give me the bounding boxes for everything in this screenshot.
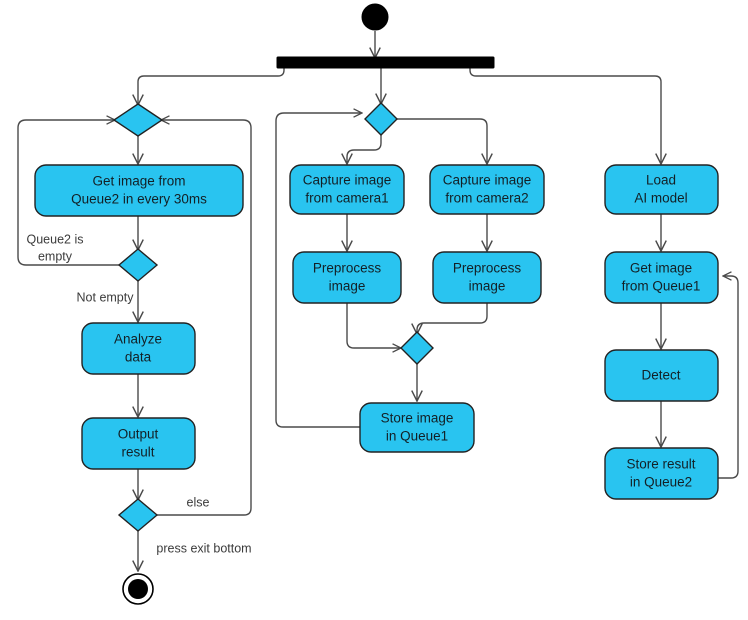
merge-node-middle[interactable]: [364, 102, 398, 136]
action-analyze-data[interactable]: Analyze data: [81, 322, 196, 375]
merge-node-left[interactable]: [112, 103, 164, 137]
edge-preprocess2-to-join: [417, 303, 488, 333]
action-capture-image-camera1[interactable]: Capture image from camera1: [289, 164, 405, 215]
merge-node-middle-join[interactable]: [400, 331, 434, 365]
edge-label-queue2-empty-line2: empty: [38, 249, 73, 263]
action-detect[interactable]: Detect: [604, 349, 719, 402]
edge-queue2-empty-loopback: [17, 120, 119, 266]
edge-label-press-exit-bottom: press exit bottom: [156, 541, 251, 555]
action-load-ai-model[interactable]: Load AI model: [604, 164, 719, 215]
decision-node-exit[interactable]: [117, 498, 159, 532]
fork-bar: [276, 56, 495, 69]
action-store-image-queue1[interactable]: Store image in Queue1: [359, 402, 475, 453]
action-preprocess-image-1[interactable]: Preprocess image: [292, 251, 402, 304]
edge-label-else: else: [187, 495, 210, 509]
edge-fork-to-left-branch: [138, 68, 285, 104]
edge-label-queue2-empty-line1: Queue2 is: [27, 232, 84, 246]
action-get-image-queue2[interactable]: Get image from Queue2 in every 30ms: [34, 164, 244, 217]
action-get-image-from-queue1[interactable]: Get image from Queue1: [604, 251, 719, 304]
edge-merge-to-capture-cam1: [347, 135, 382, 163]
initial-node: [361, 3, 389, 31]
activity-final-node-inner: [128, 579, 148, 599]
edge-else-loopback: [157, 120, 252, 516]
edge-preprocess1-to-join: [346, 303, 400, 348]
action-capture-image-camera2[interactable]: Capture image from camera2: [429, 164, 545, 215]
edge-store-image-q1-loopback: [275, 113, 361, 428]
action-preprocess-image-2[interactable]: Preprocess image: [432, 251, 542, 304]
action-store-result-queue2[interactable]: Store result in Queue2: [604, 447, 719, 500]
edge-merge-to-capture-cam2: [397, 118, 487, 163]
edge-label-not-empty: Not empty: [77, 290, 135, 304]
action-output-result[interactable]: Output result: [81, 417, 196, 470]
decision-node-queue2-empty[interactable]: [117, 248, 159, 282]
edge-fork-to-right-branch: [469, 68, 661, 163]
edge-store-result-q2-loopback: [718, 276, 739, 479]
